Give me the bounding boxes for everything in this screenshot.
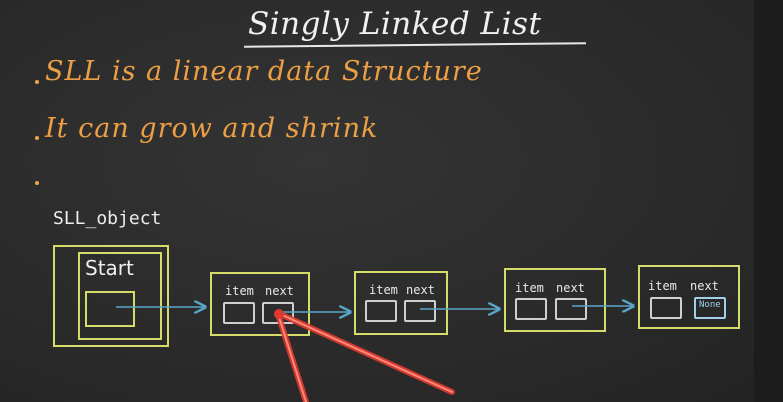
node-3-next-slot bbox=[555, 298, 587, 320]
node-4-next-value: None bbox=[699, 300, 721, 310]
sll-object-box bbox=[53, 245, 169, 347]
node-1-item-label: item bbox=[225, 284, 254, 298]
node-3 bbox=[504, 268, 606, 332]
page-title: Singly Linked List bbox=[248, 6, 542, 42]
node-2-item-slot bbox=[365, 300, 397, 322]
node-2-next-slot bbox=[404, 300, 436, 322]
start-box bbox=[78, 252, 162, 340]
node-4-next-label: next bbox=[690, 279, 719, 293]
node-1 bbox=[210, 272, 310, 336]
node-4-next-slot bbox=[694, 297, 726, 319]
video-edge bbox=[754, 0, 783, 402]
node-4-item-label: item bbox=[648, 279, 677, 293]
bullet-dot bbox=[35, 80, 39, 84]
node-3-item-slot bbox=[515, 298, 547, 320]
start-label: Start bbox=[85, 256, 134, 280]
node-1-next-label: next bbox=[265, 284, 294, 298]
node-2 bbox=[354, 271, 448, 335]
node-3-next-label: next bbox=[556, 281, 585, 295]
node-4 bbox=[638, 265, 740, 329]
start-pointer-slot bbox=[85, 291, 135, 327]
bullet-1: SLL is a linear data Structure bbox=[45, 56, 483, 87]
node-2-item-label: item bbox=[369, 283, 398, 297]
node-2-next-label: next bbox=[406, 283, 435, 297]
bullet-dot bbox=[35, 181, 39, 185]
sll-object-label: SLL_object bbox=[53, 208, 162, 229]
bullet-2: It can grow and shrink bbox=[45, 113, 379, 144]
node-3-item-label: item bbox=[515, 281, 544, 295]
red-pointer-annotation bbox=[274, 309, 455, 402]
node-1-item-slot bbox=[223, 302, 255, 324]
node-4-item-slot bbox=[650, 297, 682, 319]
bullet-dot bbox=[35, 136, 39, 140]
